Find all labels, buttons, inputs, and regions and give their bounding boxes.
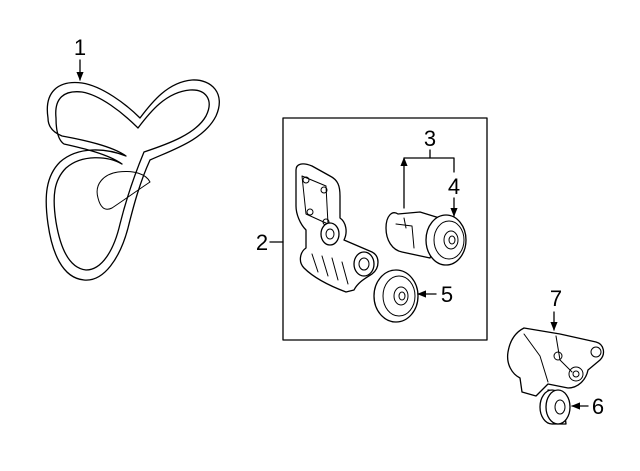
mount-bracket-bore-3 — [553, 351, 563, 361]
belt-idler-loop — [96, 171, 151, 210]
mount-bracket-bore-1 — [590, 346, 602, 358]
bracket-bolt-hole-1 — [302, 176, 310, 184]
callout-2: 2 — [256, 230, 268, 255]
bracket-boss-bore — [325, 228, 335, 240]
callout-7: 7 — [550, 286, 562, 311]
belt-outer-edge — [45, 79, 220, 281]
leader-line-3 — [404, 158, 455, 209]
tensioner-assembly-frame — [282, 117, 488, 341]
idler-pulley-hub — [393, 286, 409, 306]
tensioner-housing-detail — [395, 217, 415, 249]
small-idler-pulley — [539, 389, 571, 425]
tensioner-pulley-hub — [443, 230, 459, 250]
bracket-pivot-bore — [358, 257, 370, 271]
bracket-pivot — [353, 251, 375, 277]
callout-3: 3 — [424, 126, 436, 151]
idler-pulley — [373, 269, 419, 323]
small-pulley-hub — [554, 399, 566, 415]
mount-bracket-bore-2 — [568, 366, 584, 382]
callout-1: 1 — [74, 35, 86, 60]
bracket-bolt-hole-2 — [320, 186, 328, 194]
bracket-ribs — [311, 253, 349, 285]
mount-bracket-body — [506, 327, 605, 397]
mount-bracket-bore-2-inner — [572, 370, 580, 378]
idler-pulley-body — [373, 269, 419, 323]
bracket-boss — [320, 222, 340, 246]
pulley-mounting-bracket — [506, 327, 605, 397]
tensioner-pulley-rim — [433, 220, 465, 260]
drive-belt — [45, 79, 220, 281]
idler-pulley-rim — [382, 275, 416, 317]
callout-6: 6 — [592, 394, 604, 419]
bracket-bolt-hole-3 — [306, 208, 314, 216]
tensioner-bracket — [295, 163, 379, 293]
callout-5: 5 — [441, 282, 453, 307]
callout-4: 4 — [448, 174, 460, 199]
idler-pulley-bolt — [398, 291, 406, 301]
belt-tensioner — [385, 211, 467, 266]
tensioner-pulley-bolt — [448, 235, 456, 245]
belt-inner-edge — [53, 89, 210, 271]
tensioner-pulley — [425, 214, 467, 266]
small-pulley-face — [545, 389, 571, 425]
